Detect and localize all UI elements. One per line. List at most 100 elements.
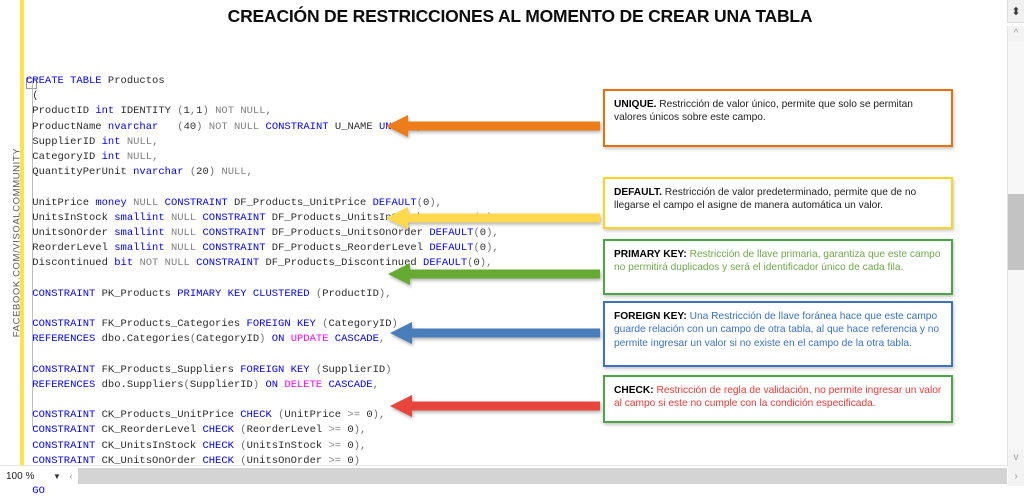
code-token: (: [183, 378, 190, 391]
code-token: CONSTRAINT: [26, 439, 96, 452]
code-line: CREATE TABLE Productos: [26, 74, 586, 89]
code-token: (: [278, 409, 285, 422]
code-token: NULL: [126, 150, 153, 163]
callout-primary-key: PRIMARY KEY: Restricción de llave primar…: [603, 239, 953, 295]
collapse-region-icon[interactable]: −: [26, 78, 37, 89]
callout-body: Restricción de regla de validación, no p…: [614, 385, 942, 410]
callout-term: DEFAULT.: [614, 187, 662, 198]
code-token: NULL: [133, 196, 159, 209]
corner-chevron-icon[interactable]: ›: [1008, 466, 1024, 486]
horizontal-scrollbar[interactable]: [78, 468, 1007, 484]
code-token: ): [372, 409, 379, 422]
code-token: ,: [152, 150, 159, 163]
code-token: int: [101, 135, 121, 148]
code-token: CONSTRAINT: [196, 257, 260, 270]
scroll-down-icon[interactable]: v: [1013, 452, 1019, 463]
code-line: [26, 180, 586, 195]
code-token: UPDATE: [290, 333, 329, 346]
code-token: ): [353, 439, 361, 452]
code-token: ReorderLevel: [246, 424, 329, 437]
code-line: UnitPrice money NULL CONSTRAINT DF_Produ…: [26, 196, 586, 211]
code-token: CK_Products_UnitPrice: [95, 409, 241, 422]
chevron-down-icon[interactable]: ▼: [53, 471, 61, 481]
code-token: DF_Products_ReorderLevel: [265, 242, 430, 255]
code-token: ): [385, 363, 392, 376]
code-token: (: [240, 424, 247, 437]
split-pane-handle[interactable]: ⬍: [1007, 0, 1024, 23]
code-token: 0: [479, 242, 487, 255]
code-token: CategoryID: [26, 150, 102, 163]
code-token: ProductID: [26, 105, 96, 118]
sql-code-block[interactable]: CREATE TABLE Productos ( ProductID int I…: [26, 74, 586, 497]
code-line: CONSTRAINT FK_Products_Categories FOREIG…: [26, 317, 586, 332]
code-token: QuantityPerUnit: [26, 166, 134, 179]
code-token: ): [486, 242, 493, 255]
hscroll-left-icon[interactable]: ‹: [69, 471, 73, 481]
code-token: CONSTRAINT: [26, 318, 96, 330]
code-token: ): [202, 105, 209, 118]
code-line: GO: [26, 484, 586, 499]
code-token: ): [486, 226, 493, 239]
code-token: ProductName: [26, 120, 108, 133]
code-token: ProductID: [322, 287, 379, 300]
code-token: (: [26, 90, 39, 103]
code-line: QuantityPerUnit nvarchar (20) NULL,: [26, 165, 586, 180]
zoom-level-value[interactable]: 100 %: [6, 470, 35, 482]
callout-term: UNIQUE.: [614, 99, 657, 110]
scroll-thumb[interactable]: [1008, 194, 1024, 270]
scroll-track-lower[interactable]: [1008, 270, 1024, 450]
code-token: >=: [347, 409, 361, 422]
code-line: Discontinued bit NOT NULL CONSTRAINT DF_…: [26, 256, 586, 271]
code-token: (: [473, 226, 480, 239]
code-token: >=: [328, 424, 342, 437]
yellow-accent-bar: [20, 0, 24, 466]
code-token: ,: [360, 439, 367, 452]
callout-term: PRIMARY KEY:: [614, 249, 687, 260]
scroll-up-icon[interactable]: ^: [1013, 28, 1019, 39]
code-token: NULL: [170, 226, 197, 239]
code-token: ,: [385, 287, 392, 300]
code-line: REFERENCES dbo.Categories(CategoryID) ON…: [26, 332, 586, 347]
code-token: PRIMARY KEY CLUSTERED: [177, 287, 310, 300]
code-token: Discontinued: [26, 257, 115, 270]
code-token: GO: [26, 485, 45, 498]
code-token: ): [208, 166, 216, 179]
code-gutter-end: [32, 426, 37, 427]
code-token: ReorderLevel: [26, 242, 115, 255]
code-token: CONSTRAINT: [202, 242, 266, 255]
code-token: CHECK: [240, 409, 272, 422]
code-line: ReorderLevel smallint NULL CONSTRAINT DF…: [26, 241, 586, 256]
callout-default: DEFAULT. Restricción de valor predetermi…: [603, 177, 953, 229]
code-line: SupplierID int NULL,: [26, 135, 586, 150]
code-line: ProductID int IDENTITY (1,1) NOT NULL,: [26, 104, 586, 119]
code-token: NULL: [126, 135, 153, 148]
code-token: DEFAULT: [423, 257, 468, 270]
code-token: UnitsInStock: [246, 439, 329, 452]
code-token: dbo.Suppliers: [95, 378, 184, 391]
code-token: [26, 303, 32, 315]
code-token: bit: [114, 257, 134, 270]
code-token: 40: [183, 120, 197, 133]
code-token: [26, 348, 32, 360]
code-token: ,: [372, 378, 379, 391]
code-line: ProductName nvarchar (40) NOT NULL CONST…: [26, 120, 586, 135]
callout-body: Restricción de llave primaria, garantiza…: [614, 249, 941, 274]
code-token: ON: [271, 333, 291, 346]
code-token: CREATE TABLE: [26, 75, 108, 87]
code-token: ): [391, 318, 398, 330]
code-token: >=: [328, 439, 342, 452]
code-token: 1: [183, 105, 190, 118]
code-token: (: [177, 105, 184, 118]
code-token: CONSTRAINT: [26, 409, 96, 422]
code-token: NULL: [170, 242, 197, 255]
code-token: ,: [152, 135, 159, 148]
code-line: [26, 347, 586, 362]
code-token: CK_UnitsOnOrder: [95, 454, 203, 467]
scroll-track-upper[interactable]: [1008, 42, 1024, 194]
code-token: >=: [328, 454, 342, 467]
vertical-scrollbar[interactable]: ^ v: [1007, 26, 1024, 466]
code-token: 0: [423, 196, 430, 209]
code-token: smallint: [114, 211, 165, 224]
code-token: DF_Products_UnitsOnOrder: [265, 226, 430, 239]
